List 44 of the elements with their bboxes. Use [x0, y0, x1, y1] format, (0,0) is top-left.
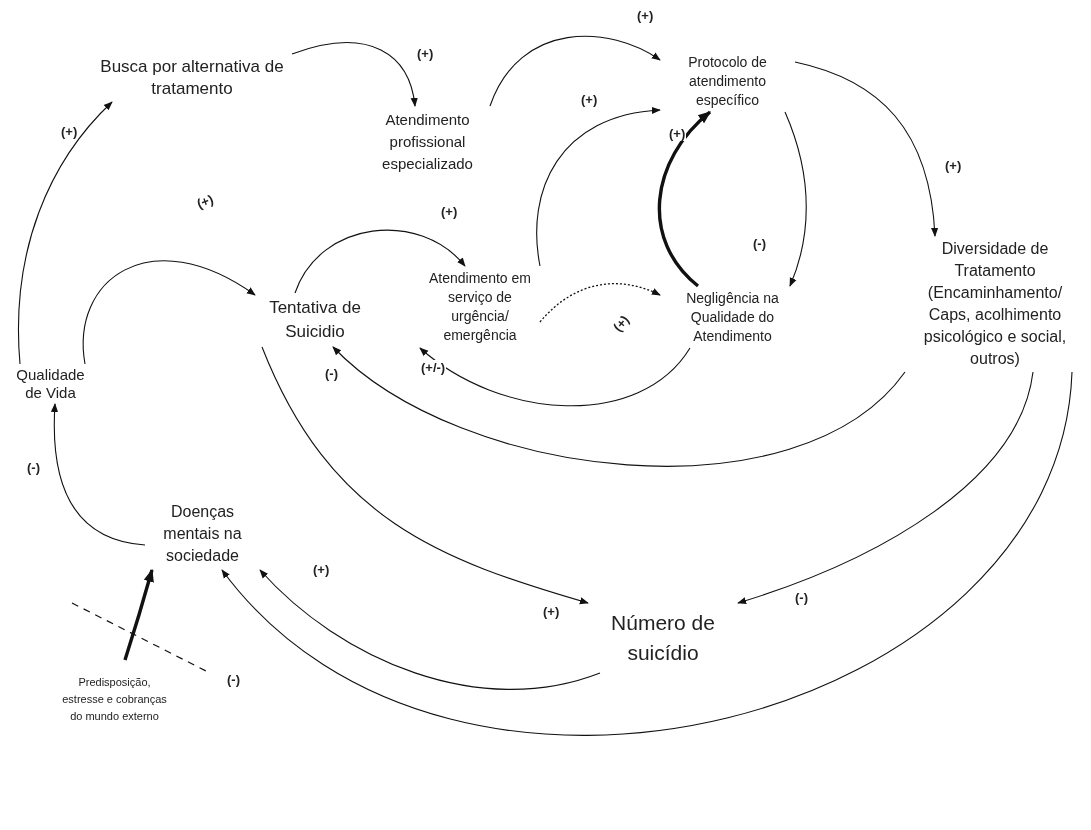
arrow — [259, 569, 601, 690]
edge-label: (+) — [416, 46, 435, 61]
edge-label: (-) — [324, 366, 339, 381]
node-label: Qualidade de Vida — [15, 366, 86, 402]
node-label: Número de suicídio — [610, 610, 716, 666]
node-label: Atendimento profissional especializado — [381, 110, 474, 174]
node-label: Doenças mentais na sociedade — [162, 502, 243, 566]
arrow — [784, 111, 807, 287]
edge-label: (+) — [668, 126, 687, 141]
node-label: Tentativa de Suicidio — [268, 297, 362, 343]
arrow — [123, 568, 154, 661]
arrow — [794, 61, 938, 237]
arrow — [657, 110, 712, 288]
arrow — [291, 42, 418, 107]
arrow — [294, 229, 466, 294]
arrow — [261, 346, 589, 605]
node-label: Predisposição, estresse e cobranças do mundo externo — [62, 674, 167, 724]
edge-label: (+) — [440, 204, 459, 219]
edge-label: (+) — [944, 158, 963, 173]
edge-label: (+) — [580, 92, 599, 107]
edge-label: (+) — [60, 124, 79, 139]
arrow — [419, 347, 691, 407]
node-label: Atendimento em serviço de urgência/ emergência — [428, 269, 532, 345]
arrow — [51, 403, 146, 546]
arrow — [221, 371, 1073, 735]
edge-label: (-) — [752, 236, 767, 251]
edge-label: (+) — [636, 8, 655, 23]
edge-label: (+/-) — [420, 360, 447, 375]
edge-label: (-) — [794, 590, 809, 605]
arrow — [536, 107, 661, 267]
node-label: Protocolo de atendimento específico — [687, 52, 768, 110]
edge-label: (-) — [226, 672, 241, 687]
arrow — [539, 283, 661, 323]
arrow — [737, 371, 1034, 604]
node-label: Busca por alternativa de tratamento — [99, 56, 285, 100]
arrow — [489, 35, 661, 107]
arrow — [332, 346, 906, 467]
arrow — [82, 260, 256, 365]
arrow — [18, 101, 113, 365]
node-label: Negligência na Qualidade do Atendimento — [685, 288, 780, 346]
edge-label: (+) — [542, 604, 561, 619]
edge-label: (-) — [26, 460, 41, 475]
node-label: Diversidade de Tratamento (Encaminhamento/ Caps, acolhimento psicológico e social, outros) — [922, 239, 1068, 369]
edge-label: (+) — [312, 562, 331, 577]
